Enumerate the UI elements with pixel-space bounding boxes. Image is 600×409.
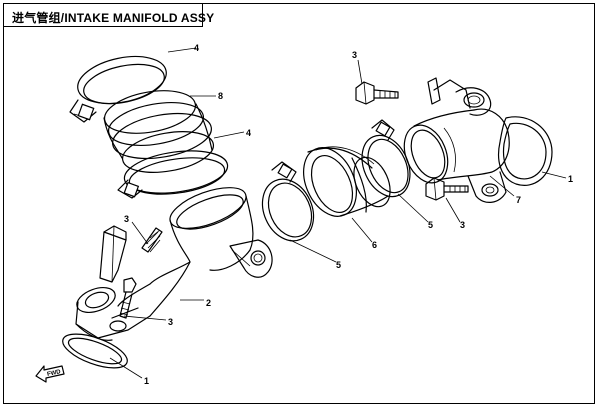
callout-1-right: 1 — [568, 174, 573, 184]
gasket-left — [62, 333, 128, 369]
bolt-left — [99, 225, 163, 283]
throttle-adapter — [403, 77, 510, 203]
callout-6: 6 — [372, 240, 377, 250]
bolt-right — [425, 177, 469, 201]
leader-lines — [109, 47, 567, 379]
gasket-right — [497, 116, 553, 186]
callout-3-bolt-top: 3 — [352, 50, 357, 60]
hose-clamp-middle — [117, 150, 229, 199]
callout-2: 2 — [206, 298, 211, 308]
callout-7: 7 — [516, 195, 521, 205]
drawing-frame — [3, 3, 595, 404]
callout-3-lower: 3 — [168, 317, 173, 327]
intake-boot-lower — [303, 146, 391, 217]
callout-5-right: 5 — [428, 220, 433, 230]
intake-boot-upper — [103, 90, 215, 173]
hose-clamp-top — [69, 55, 167, 123]
callout-3-right: 3 — [460, 220, 465, 230]
fwd-label: FWD — [47, 369, 62, 378]
callout-8: 8 — [218, 91, 223, 101]
callout-4-top: 4 — [194, 43, 199, 53]
intake-manifold — [75, 187, 273, 341]
bolt-top — [355, 81, 399, 105]
callout-1-left: 1 — [144, 376, 149, 386]
callout-5-middle: 5 — [336, 260, 341, 270]
title-box: 进气管组/INTAKE MANIFOLD ASSY — [3, 3, 214, 27]
fwd-arrow: FWD — [35, 365, 65, 383]
callout-3-left: 3 — [124, 214, 129, 224]
hose-clamp-right — [361, 119, 411, 198]
bolt-lower — [119, 277, 137, 319]
diagram-title: 进气管组/INTAKE MANIFOLD ASSY — [12, 11, 215, 25]
hose-clamp-center — [261, 161, 315, 242]
callout-4-middle: 4 — [246, 128, 251, 138]
callout-labels: 4 8 4 3 3 2 3 1 5 6 5 3 7 1 — [124, 43, 573, 386]
